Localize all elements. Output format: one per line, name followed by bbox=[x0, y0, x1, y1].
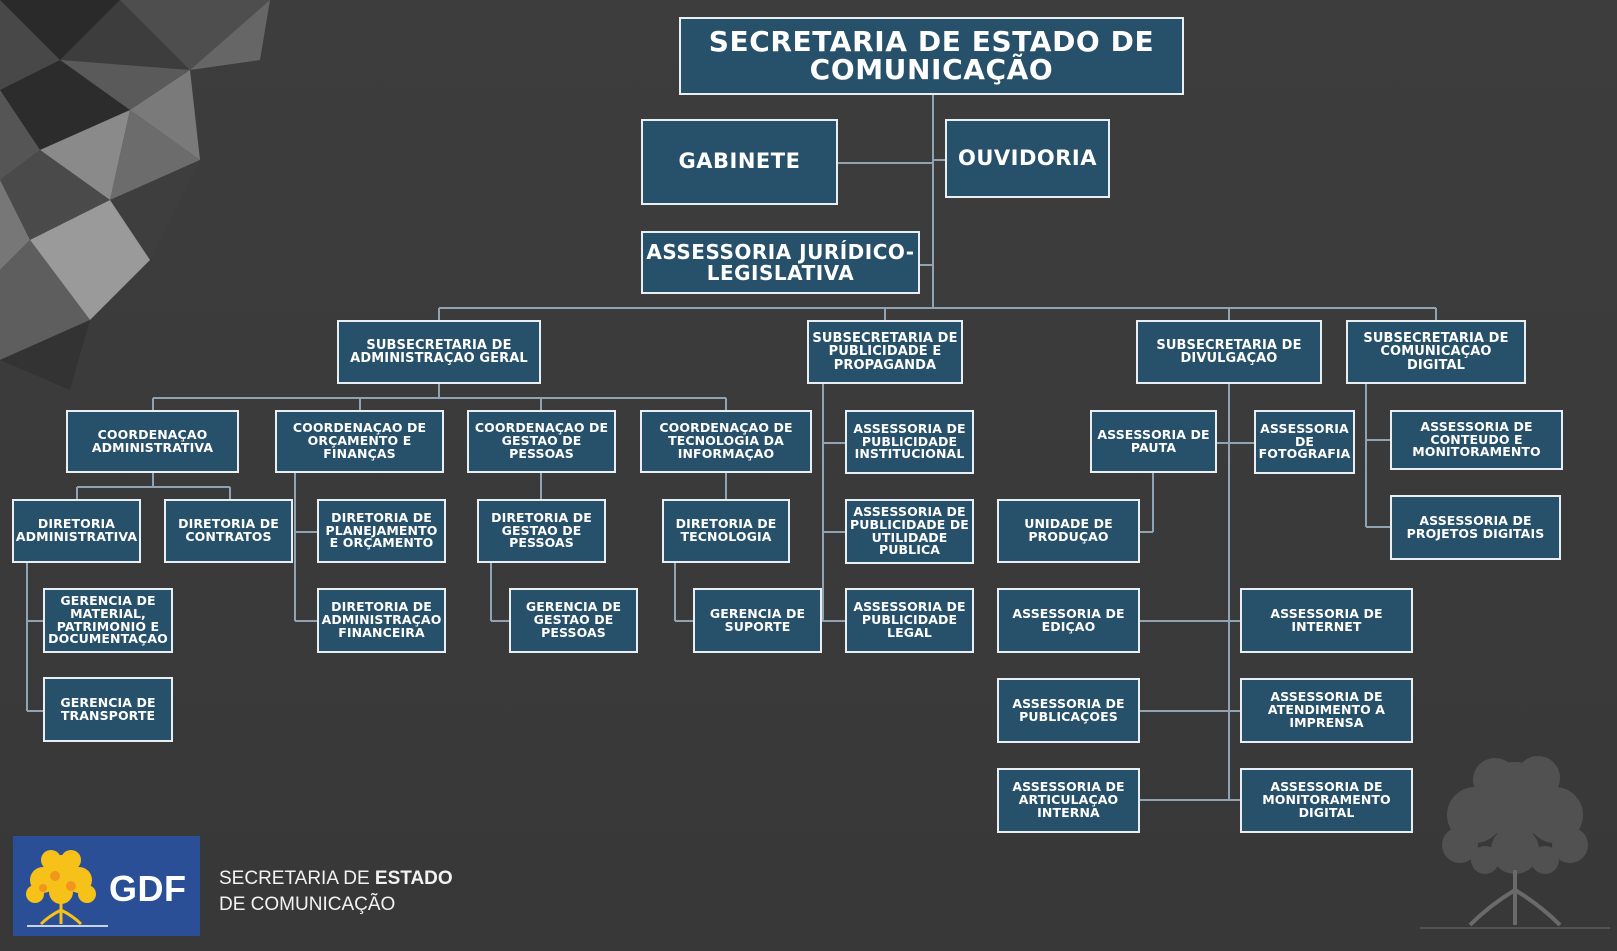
decorative-polygons bbox=[0, 0, 270, 390]
box-pub-utilidade: ASSESSORIA DE PUBLICIDADE DE UTILIDADE P… bbox=[845, 499, 974, 564]
assessoria-juridica-label: ASSESSORIA JURÍDICO-LEGISLATIVA bbox=[646, 239, 915, 285]
div-articulacao-label: ASSESSORIA DE ARTICULAÇAO INTERNA bbox=[1012, 779, 1125, 820]
pub-legal-label: ASSESSORIA DE PUBLICIDADE LEGAL bbox=[853, 599, 966, 640]
dig-projetos-label: ASSESSORIA DE PROJETOS DIGITAIS bbox=[1406, 512, 1545, 541]
div-monitoramento-label: ASSESSORIA DE MONITORAMENTO DIGITAL bbox=[1262, 779, 1391, 820]
ipe-tree-icon bbox=[26, 850, 108, 927]
ger-suporte-label: GERENCIA DE SUPORTE bbox=[709, 605, 806, 634]
ger-pessoas-label: GERENCIA DE GESTAO DE PESSOAS bbox=[525, 599, 622, 640]
box-ger-suporte: GERENCIA DE SUPORTE bbox=[693, 588, 822, 653]
pub-utilidade-label: ASSESSORIA DE PUBLICIDADE DE UTILIDADE P… bbox=[850, 504, 969, 558]
div-imprensa-label: ASSESSORIA DE ATENDIMENTO A IMPRENSA bbox=[1267, 689, 1386, 730]
gdf-logo-text: GDF bbox=[109, 868, 187, 909]
dir-contratos-label: DIRETORIA DE CONTRATOS bbox=[178, 516, 279, 544]
caption-line1-bold: ESTADO bbox=[374, 868, 453, 889]
box-dir-administrativa: DIRETORIA ADMINISTRATIVA bbox=[12, 499, 141, 563]
pub-institucional-label: ASSESSORIA DE PUBLICIDADE INSTITUCIONAL bbox=[853, 420, 966, 462]
sub-digital-label: SUBSECRETARIA DE COMUNICAÇAO DIGITAL bbox=[1363, 331, 1509, 373]
box-dir-planejamento: DIRETORIA DE PLANEJAMENTO E ORÇAMENTO bbox=[317, 499, 446, 563]
div-edicao-label: ASSESSORIA DE EDIÇAO bbox=[1012, 605, 1125, 634]
box-secretaria: SECRETARIA DE ESTADO DE COMUNICAÇÃO bbox=[679, 17, 1184, 95]
box-div-pauta: ASSESSORIA DE PAUTA bbox=[1090, 410, 1217, 473]
sub-administracao-label: SUBSECRETARIA DE ADMINISTRAÇAO GERAL bbox=[350, 337, 528, 366]
footer-caption: SECRETARIA DE ESTADO DE COMUNICAÇÃO bbox=[219, 866, 453, 918]
box-div-publicacoes: ASSESSORIA DE PUBLICAÇOES bbox=[997, 678, 1140, 743]
box-dig-projetos: ASSESSORIA DE PROJETOS DIGITAIS bbox=[1390, 495, 1561, 560]
div-fotografia-label: ASSESSORIA DE FOTOGRAFIA bbox=[1258, 420, 1351, 462]
dir-tecnologia-label: DIRETORIA DE TECNOLOGIA bbox=[675, 516, 777, 544]
box-div-fotografia: ASSESSORIA DE FOTOGRAFIA bbox=[1254, 410, 1355, 474]
coord-pessoas-label: COORDENAÇAO DE GESTAO DE PESSOAS bbox=[474, 420, 609, 461]
div-producao-label: UNIDADE DE PRODUÇAO bbox=[1024, 516, 1113, 544]
box-sub-divulgacao: SUBSECRETARIA DE DIVULGAÇAO bbox=[1136, 320, 1322, 384]
secretaria-title: SECRETARIA DE ESTADO DE COMUNICAÇÃO bbox=[708, 25, 1155, 86]
box-ger-transporte: GERENCIA DE TRANSPORTE bbox=[43, 677, 173, 742]
gdf-logo: GDF bbox=[13, 836, 200, 936]
box-ger-pessoas: GERENCIA DE GESTAO DE PESSOAS bbox=[509, 588, 638, 653]
box-div-imprensa: ASSESSORIA DE ATENDIMENTO A IMPRENSA bbox=[1240, 678, 1413, 743]
box-gabinete: GABINETE bbox=[641, 119, 838, 205]
ger-material-label: GERENCIA DE MATERIAL, PATRIMONIO E DOCUM… bbox=[48, 593, 168, 647]
decorative-tree-icon bbox=[1420, 756, 1610, 929]
dir-adm-financeira-label: DIRETORIA DE ADMINISTRAÇAO FINANCEIRA bbox=[321, 599, 442, 640]
box-pub-legal: ASSESSORIA DE PUBLICIDADE LEGAL bbox=[845, 588, 974, 653]
coord-ti-label: COORDENAÇAO DE TECNOLOGIA DA INFORMAÇAO bbox=[659, 420, 793, 461]
box-div-monitoramento: ASSESSORIA DE MONITORAMENTO DIGITAL bbox=[1240, 768, 1413, 833]
box-ouvidoria: OUVIDORIA bbox=[945, 119, 1110, 198]
gabinete-label: GABINETE bbox=[678, 149, 801, 174]
box-sub-digital: SUBSECRETARIA DE COMUNICAÇAO DIGITAL bbox=[1346, 320, 1526, 384]
box-sub-publicidade: SUBSECRETARIA DE PUBLICIDADE E PROPAGAND… bbox=[807, 320, 963, 384]
box-assessoria-juridica: ASSESSORIA JURÍDICO-LEGISLATIVA bbox=[641, 231, 920, 294]
div-pauta-label: ASSESSORIA DE PAUTA bbox=[1097, 426, 1210, 455]
caption-line1-regular: SECRETARIA DE bbox=[219, 868, 375, 889]
box-coord-orcamento: COORDENAÇAO DE ORÇAMENTO E FINANÇAS bbox=[275, 410, 444, 473]
box-dir-contratos: DIRETORIA DE CONTRATOS bbox=[164, 499, 293, 563]
box-dir-pessoas: DIRETORIA DE GESTAO DE PESSOAS bbox=[477, 499, 606, 563]
box-dig-conteudo: ASSESSORIA DE CONTEUDO E MONITORAMENTO bbox=[1390, 410, 1563, 470]
dir-pessoas-label: DIRETORIA DE GESTAO DE PESSOAS bbox=[491, 509, 592, 551]
ger-transporte-label: GERENCIA DE TRANSPORTE bbox=[60, 694, 156, 723]
dir-administrativa-label: DIRETORIA ADMINISTRATIVA bbox=[15, 516, 138, 544]
div-internet-label: ASSESSORIA DE INTERNET bbox=[1270, 605, 1383, 634]
box-ger-material: GERENCIA DE MATERIAL, PATRIMONIO E DOCUM… bbox=[43, 588, 173, 653]
box-div-edicao: ASSESSORIA DE EDIÇAO bbox=[997, 588, 1140, 653]
dig-conteudo-label: ASSESSORIA DE CONTEUDO E MONITORAMENTO bbox=[1412, 418, 1541, 460]
box-pub-institucional: ASSESSORIA DE PUBLICIDADE INSTITUCIONAL bbox=[845, 410, 974, 474]
dir-planejamento-label: DIRETORIA DE PLANEJAMENTO E ORÇAMENTO bbox=[325, 509, 438, 551]
box-sub-administracao: SUBSECRETARIA DE ADMINISTRAÇAO GERAL bbox=[337, 320, 541, 384]
coord-orcamento-label: COORDENAÇAO DE ORÇAMENTO E FINANÇAS bbox=[292, 420, 427, 461]
box-coord-administrativa: COORDENAÇAO ADMINISTRATIVA bbox=[66, 410, 239, 473]
box-div-producao: UNIDADE DE PRODUÇAO bbox=[997, 499, 1140, 563]
coord-administrativa-label: COORDENAÇAO ADMINISTRATIVA bbox=[91, 426, 214, 455]
box-div-internet: ASSESSORIA DE INTERNET bbox=[1240, 588, 1413, 653]
ouvidoria-label: OUVIDORIA bbox=[958, 145, 1097, 170]
caption-line2: DE COMUNICAÇÃO bbox=[219, 894, 396, 915]
box-dir-adm-financeira: DIRETORIA DE ADMINISTRAÇAO FINANCEIRA bbox=[317, 588, 446, 653]
sub-divulgacao-label: SUBSECRETARIA DE DIVULGAÇAO bbox=[1156, 337, 1302, 366]
box-coord-ti: COORDENAÇAO DE TECNOLOGIA DA INFORMAÇAO bbox=[640, 410, 812, 473]
box-coord-pessoas: COORDENAÇAO DE GESTAO DE PESSOAS bbox=[467, 410, 616, 473]
box-dir-tecnologia: DIRETORIA DE TECNOLOGIA bbox=[662, 499, 790, 563]
box-div-articulacao: ASSESSORIA DE ARTICULAÇAO INTERNA bbox=[997, 768, 1140, 833]
div-publicacoes-label: ASSESSORIA DE PUBLICAÇOES bbox=[1012, 695, 1125, 724]
sub-publicidade-label: SUBSECRETARIA DE PUBLICIDADE E PROPAGAND… bbox=[812, 331, 958, 373]
